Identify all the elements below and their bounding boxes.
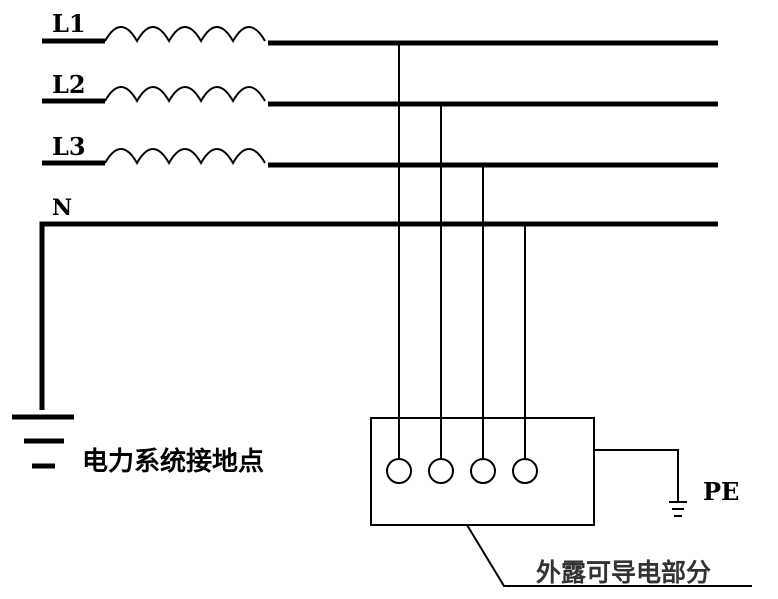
pe-ground-icon xyxy=(669,501,687,517)
label-pe: PE xyxy=(703,477,739,506)
equipment-enclosure xyxy=(370,417,595,526)
label-l3: L3 xyxy=(52,132,86,161)
l3-coil xyxy=(104,148,266,166)
l2-coil xyxy=(104,86,266,104)
terminal-l1 xyxy=(386,458,412,484)
terminal-l2 xyxy=(428,458,454,484)
label-l2: L2 xyxy=(52,70,86,99)
line-n: N xyxy=(39,195,718,410)
terminals xyxy=(386,458,538,484)
terminal-n xyxy=(512,458,538,484)
exposed-part-leader xyxy=(466,524,752,587)
n-bus xyxy=(39,221,718,410)
label-exposed-part: 外露可导电部分 xyxy=(536,558,711,587)
pe-wire xyxy=(594,449,679,501)
line-l2: L2 xyxy=(42,70,718,107)
line-l1: L1 xyxy=(42,9,718,46)
terminal-l3 xyxy=(470,458,496,484)
label-system-ground: 电力系统接地点 xyxy=(82,446,264,477)
l1-coil xyxy=(104,26,266,44)
line-l3: L3 xyxy=(42,132,718,168)
label-n: N xyxy=(52,195,72,221)
system-ground-icon xyxy=(12,414,74,469)
label-l1: L1 xyxy=(52,9,86,38)
